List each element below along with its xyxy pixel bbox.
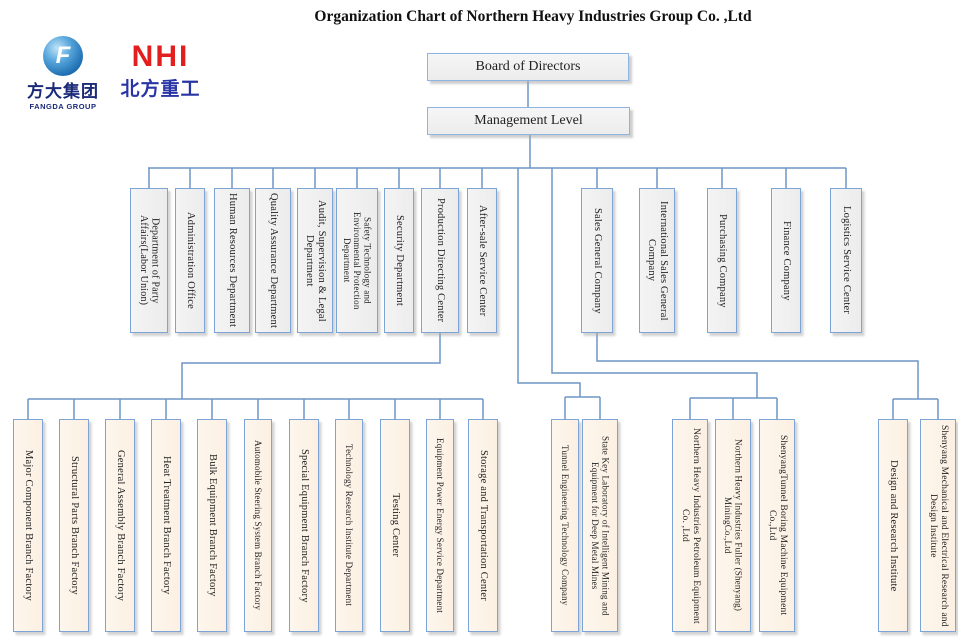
dept-box-label: Finance Company (781, 220, 793, 301)
dept-box-label: Safety Technology and Environmental Prot… (341, 211, 373, 310)
dept-box-14: Logistics Service Center (830, 188, 862, 333)
fangda-monogram-icon: F (43, 36, 83, 76)
subunit-box-label: Shenyang Mechanical and Electrical Resea… (928, 424, 949, 627)
subunit-box-9: Testing Center (380, 419, 410, 632)
subunit-box-18: Shenyang Mechanical and Electrical Resea… (920, 419, 956, 632)
dept-box-label: Human Resources Department (227, 193, 239, 328)
dept-box-label: International Sales General Company (646, 200, 670, 321)
subunit-box-15: Northern Heavy Industries Fuller (Shenya… (715, 419, 751, 632)
management-level-label: Management Level (474, 113, 583, 128)
subunit-box-label: Design and Research Institute (888, 459, 900, 592)
subunit-box-6: Automobile Steering System Branch Factor… (244, 419, 272, 632)
dept-box-label: After-sale Service Center (477, 204, 489, 317)
dept-box-9: After-sale Service Center (467, 188, 497, 333)
subunit-box-label: Technology Research Institute Department (344, 444, 355, 607)
subunit-box-label: State Key Laboratory of Intelligent Mini… (590, 435, 611, 616)
subunit-box-16: ShenyangTunnel Boring Machine Equipment … (759, 419, 795, 632)
dept-box-label: Quality Assurance Department (268, 192, 280, 329)
subunit-box-label: Equipment Power Energy Service Departmen… (435, 438, 446, 613)
subunit-box-3: General Assembly Branch Factory (105, 419, 135, 632)
nhi-logo-abbr: NHI (131, 40, 190, 73)
subunit-box-label: Storage and Transportation Center (478, 450, 490, 601)
subunit-box-2: Structural Parts Branch Factory (59, 419, 89, 632)
dept-box-10: Sales General Company (581, 188, 613, 333)
dept-box-2: Administration Office (175, 188, 205, 333)
dept-box-label: Sales General Company (592, 207, 604, 314)
subunit-box-8: Technology Research Institute Department (335, 419, 363, 632)
dept-box-4: Quality Assurance Department (255, 188, 291, 333)
subunit-box-4: Heat Treatment Branch Factory (151, 419, 181, 632)
dept-box-label: Department of Party Affairs(Labor Union) (138, 215, 161, 306)
dept-box-7: Security Department (384, 188, 414, 333)
subunit-box-label: General Assembly Branch Factory (115, 449, 127, 602)
fangda-logo: F 方大集团 FANGDA GROUP (18, 36, 108, 111)
nhi-logo-chinese: 北方重工 (120, 79, 201, 100)
subunit-box-label: Testing Center (390, 493, 402, 558)
subunit-box-label: Northern Heavy Industries Fuller (Shenya… (723, 439, 744, 612)
dept-box-5: Audit, Supervision & Legal Department (297, 188, 333, 333)
dept-box-label: Logistics Service Center (841, 206, 853, 315)
subunit-box-label: Automobile Steering System Branch Factor… (253, 440, 264, 611)
page-title: Organization Chart of Northern Heavy Ind… (314, 8, 752, 25)
dept-box-13: Finance Company (771, 188, 801, 333)
subunit-box-7: Special Equipment Branch Factory (289, 419, 319, 632)
subunit-box-13: State Key Laboratory of Intelligent Mini… (582, 419, 618, 632)
subunit-box-1: Major Component Branch Factory (13, 419, 43, 632)
subunit-box-label: Northern Heavy Industries Petroleum Equi… (680, 427, 701, 624)
dept-box-8: Production Directing Center (421, 188, 459, 333)
subunit-box-10: Equipment Power Energy Service Departmen… (426, 419, 454, 632)
subunit-box-label: ShenyangTunnel Boring Machine Equipment … (767, 435, 788, 616)
dept-box-label: Audit, Supervision & Legal Department (304, 199, 328, 322)
dept-box-6: Safety Technology and Environmental Prot… (336, 188, 378, 333)
subunit-box-11: Storage and Transportation Center (468, 419, 498, 632)
dept-box-1: Department of Party Affairs(Labor Union) (130, 188, 168, 333)
subunit-box-5: Bulk Equipment Branch Factory (197, 419, 227, 632)
dept-box-label: Security Department (394, 215, 406, 306)
dept-box-11: International Sales General Company (639, 188, 675, 333)
subunit-box-17: Design and Research Institute (878, 419, 908, 632)
nhi-logo: NHI 北方重工 (108, 42, 213, 101)
dept-box-label: Production Directing Center (435, 198, 447, 323)
fangda-logo-chinese: 方大集团 (27, 82, 99, 101)
dept-box-12: Purchasing Company (707, 188, 737, 333)
subunit-box-label: Heat Treatment Branch Factory (161, 456, 173, 595)
subunit-box-label: Special Equipment Branch Factory (299, 448, 311, 603)
dept-box-label: Purchasing Company (717, 213, 729, 308)
dept-box-label: Administration Office (185, 211, 197, 310)
subunit-box-label: Structural Parts Branch Factory (69, 456, 81, 595)
subunit-box-label: Tunnel Engineering Technology Company (560, 445, 571, 606)
subunit-box-14: Northern Heavy Industries Petroleum Equi… (672, 419, 708, 632)
board-of-directors-label: Board of Directors (475, 59, 581, 74)
subunit-box-label: Major Component Branch Factory (23, 450, 35, 601)
subunit-box-12: Tunnel Engineering Technology Company (551, 419, 579, 632)
fangda-logo-english: FANGDA GROUP (29, 102, 97, 111)
board-of-directors-box: Board of Directors (427, 53, 629, 81)
management-level-box: Management Level (427, 107, 630, 135)
subunit-box-label: Bulk Equipment Branch Factory (207, 454, 219, 597)
dept-box-3: Human Resources Department (214, 188, 250, 333)
